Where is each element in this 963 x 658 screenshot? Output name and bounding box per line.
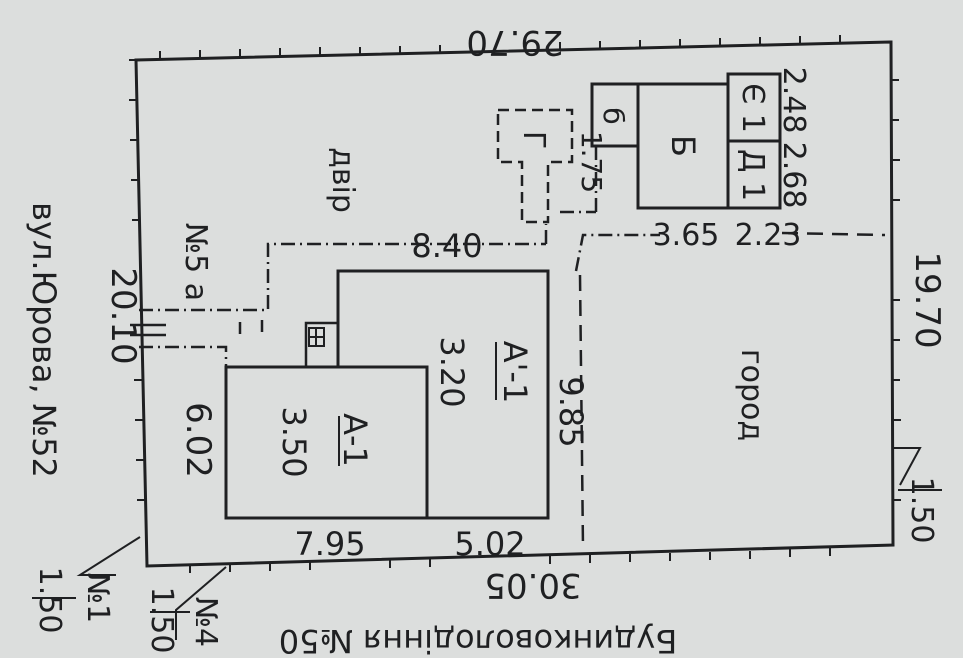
- neighbor-n4-number: №4: [188, 597, 223, 647]
- boundary-ticks: [129, 35, 901, 573]
- label-house-a1-size: 3.20: [433, 336, 471, 407]
- neighbor-right-fraction: 1.50: [904, 477, 939, 544]
- dim-house-bottom-right: 5.02: [454, 525, 525, 563]
- dim-cellar: 1.75: [575, 131, 608, 193]
- dim-shed-right: 2.68: [776, 142, 811, 209]
- dim-shed-right-top: 2.48: [776, 67, 811, 134]
- dim-house-left: 6.02: [178, 402, 218, 478]
- label-yard: двір: [325, 147, 360, 213]
- fence-lines: [139, 146, 660, 367]
- building-beta: [590, 82, 640, 148]
- neighbor-markers: [32, 447, 942, 640]
- porch: [304, 321, 340, 369]
- dim-path: 8.40: [411, 227, 482, 265]
- dim-right: 19.70: [907, 251, 947, 348]
- label-building-d: Д 1: [735, 149, 770, 201]
- neighbor-n1-fraction: 1.50: [32, 567, 67, 634]
- dim-house-bottom-left: 7.95: [294, 525, 365, 563]
- dim-garden-line: 9.85: [552, 376, 590, 447]
- label-building-beta: б: [597, 107, 630, 124]
- label-garden: город: [734, 349, 769, 441]
- label-house-a: А-1: [336, 413, 374, 467]
- label-neighbor-bottom: Будинковолодіння №50: [279, 622, 677, 658]
- gate-marks: [130, 320, 264, 337]
- dim-shed-bottom-right: 2.23: [735, 218, 802, 253]
- dim-left: 20.10: [103, 267, 143, 364]
- label-house-a-size: 3.50: [275, 406, 313, 477]
- label-house-a1: А'-1: [496, 341, 534, 404]
- neighbor-n1-number: №1: [80, 573, 115, 623]
- label-street: вул.Юрова, №52: [25, 202, 63, 478]
- label-building-b: Б: [664, 135, 702, 157]
- dim-bottom: 30.05: [484, 565, 581, 605]
- house-a1: [336, 269, 550, 520]
- building-g-dashed: [496, 108, 574, 224]
- dim-top: 29.70: [466, 22, 563, 62]
- label-building-g: Г: [516, 131, 551, 149]
- dim-shed-bottom-left: 3.65: [653, 218, 720, 253]
- garden-lines: [578, 231, 886, 549]
- label-building-e: Є 1: [735, 83, 770, 133]
- label-neighbor-n5: №5 а: [178, 223, 213, 301]
- neighbor-n4-fraction: 1.50: [144, 587, 179, 654]
- building-e: [726, 72, 782, 143]
